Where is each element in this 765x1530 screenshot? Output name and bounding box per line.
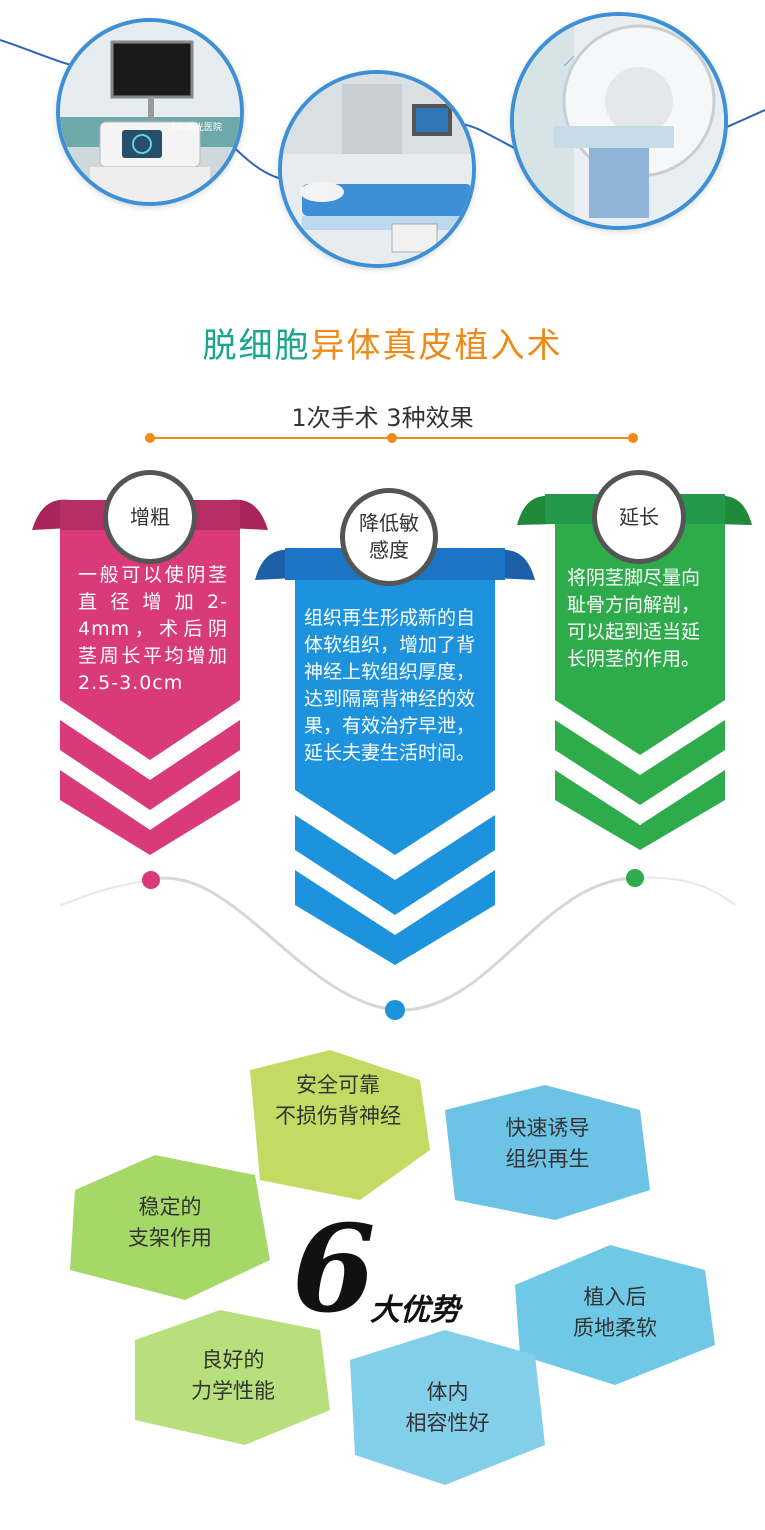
effect-text-thicken: 一般可以使阴茎直径增加2-4mm，术后阴茎周长平均增加2.5-3.0cm — [78, 564, 228, 694]
title-part2: 异体真皮植入术 — [310, 326, 563, 366]
advantage-regenerate-line2: 组织再生 — [505, 1147, 590, 1171]
effect-label-thicken: 增粗 — [103, 470, 197, 564]
advantage-stable-line1: 稳定的 — [138, 1195, 202, 1219]
timeline-dot-right — [628, 433, 638, 443]
advantages-number: 6 — [292, 1199, 376, 1340]
timeline-dot-left — [145, 433, 155, 443]
advantage-stable-line2: 支架作用 — [128, 1226, 212, 1250]
advantage-stable: 稳定的 支架作用 — [75, 1192, 265, 1254]
page-title: 脱细胞异体真皮植入术 — [0, 318, 765, 367]
effect-text-desensitize: 组织再生形成新的自体软组织，增加了背神经上软组织厚度，达到隔离背神经的效果，有效… — [304, 607, 476, 764]
page-subtitle: 1次手术 3种效果 — [291, 404, 474, 432]
effect-label-desensitize: 降低敏感度 — [340, 488, 438, 586]
advantage-soft-line2: 质地柔软 — [573, 1316, 657, 1340]
title-part1: 脱细胞 — [202, 326, 311, 366]
ribbon-lengthen — [517, 494, 752, 850]
advantage-safe-line2: 不损伤背神经 — [275, 1104, 401, 1128]
advantage-safe-line1: 安全可靠 — [296, 1073, 380, 1097]
effect-text-lengthen: 将阴茎脚尽量向耻骨方向解剖，可以起到适当延长阴茎的作用。 — [567, 567, 701, 670]
connector-dot-blue — [385, 1000, 405, 1020]
advantage-regenerate: 快速诱导 组织再生 — [455, 1113, 640, 1175]
hex-compatible — [350, 1330, 545, 1485]
advantage-mechanics: 良好的 力学性能 — [138, 1345, 328, 1407]
advantage-regenerate-line1: 快速诱导 — [505, 1116, 590, 1140]
advantage-compatible-line2: 相容性好 — [405, 1411, 490, 1435]
advantages-label: 大优势 — [370, 1293, 460, 1328]
photo-treatment-bed — [278, 70, 476, 268]
hex-mechanics — [135, 1310, 330, 1445]
effect-label-lengthen: 延长 — [592, 470, 686, 564]
advantage-compatible: 体内 相容性好 — [355, 1377, 540, 1439]
connector-dot-pink — [142, 871, 160, 889]
hex-soft — [515, 1245, 715, 1385]
hex-stable — [70, 1155, 270, 1300]
advantage-compatible-line1: 体内 — [426, 1380, 469, 1404]
advantage-soft: 植入后 质地柔软 — [520, 1282, 710, 1344]
photo-device-console: 沈阳曙光医院 — [56, 18, 244, 206]
advantage-mechanics-line1: 良好的 — [201, 1348, 265, 1372]
hex-regenerate — [445, 1085, 650, 1220]
hex-safe — [250, 1050, 430, 1200]
advantage-safe: 安全可靠 不损伤背神经 — [248, 1070, 428, 1132]
hexagons — [70, 1050, 715, 1485]
timeline-dot-center — [387, 433, 397, 443]
wall-sign-text: 沈阳曙光医院 — [168, 123, 223, 133]
advantage-soft-line1: 植入后 — [583, 1285, 647, 1309]
ribbon-desensitize — [255, 548, 535, 965]
photo-ct-scanner — [510, 12, 728, 230]
advantage-mechanics-line2: 力学性能 — [191, 1379, 275, 1403]
connector-dot-green — [626, 869, 644, 887]
